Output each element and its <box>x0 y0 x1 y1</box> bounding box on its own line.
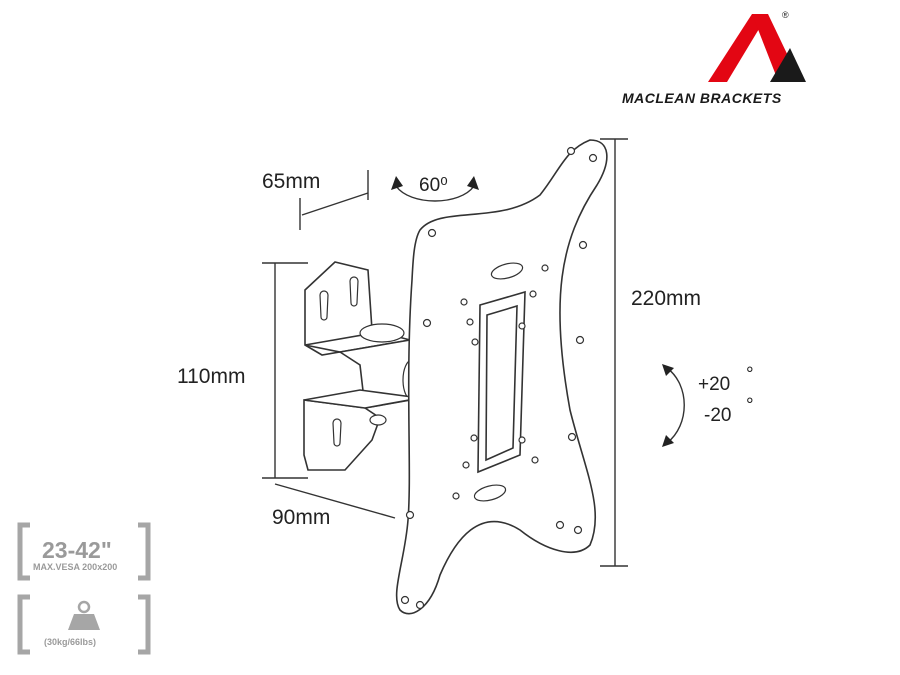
tilt-up-degree: ° <box>746 364 754 385</box>
height-dimension: 220mm <box>600 138 701 567</box>
tilt-down-degree: ° <box>746 395 754 416</box>
load-label: (30kg/66lbs) <box>44 637 96 647</box>
bracket-illustration <box>303 139 608 615</box>
weight-icon <box>68 600 100 630</box>
logo-registered-mark: ® <box>782 10 789 20</box>
vesa-holes <box>400 146 598 610</box>
tilt-down-label: -20 <box>704 405 731 426</box>
arm-height-dimension: 110mm <box>177 262 308 479</box>
vesa-label: MAX.VESA 200x200 <box>33 562 117 572</box>
arm-height-label: 110mm <box>177 365 245 388</box>
swivel-label: 60⁰ <box>419 175 448 196</box>
depth-max-dimension: 90mm <box>272 483 396 529</box>
brand-logo: ® MACLEAN BRACKETS <box>622 10 806 106</box>
depth-min-dimension: 65mm <box>262 170 369 230</box>
logo-m-right <box>770 48 806 82</box>
swivel-indicator: 60⁰ <box>391 175 479 202</box>
load-badge: (30kg/66lbs) <box>17 594 151 655</box>
screen-size-label: 23-42" <box>42 537 112 563</box>
logo-wordmark: MACLEAN BRACKETS <box>622 90 782 106</box>
depth-max-label: 90mm <box>272 506 330 529</box>
screen-size-badge: 23-42" MAX.VESA 200x200 <box>17 522 151 581</box>
wall-plate-lower <box>303 399 381 471</box>
height-label: 220mm <box>631 287 701 310</box>
tilt-up-label: +20 <box>698 374 730 395</box>
logo-m-left <box>708 14 768 82</box>
logo-m-mid <box>752 14 790 78</box>
tilt-indicator: +20 ° -20 ° <box>662 364 754 447</box>
depth-min-label: 65mm <box>262 170 320 193</box>
